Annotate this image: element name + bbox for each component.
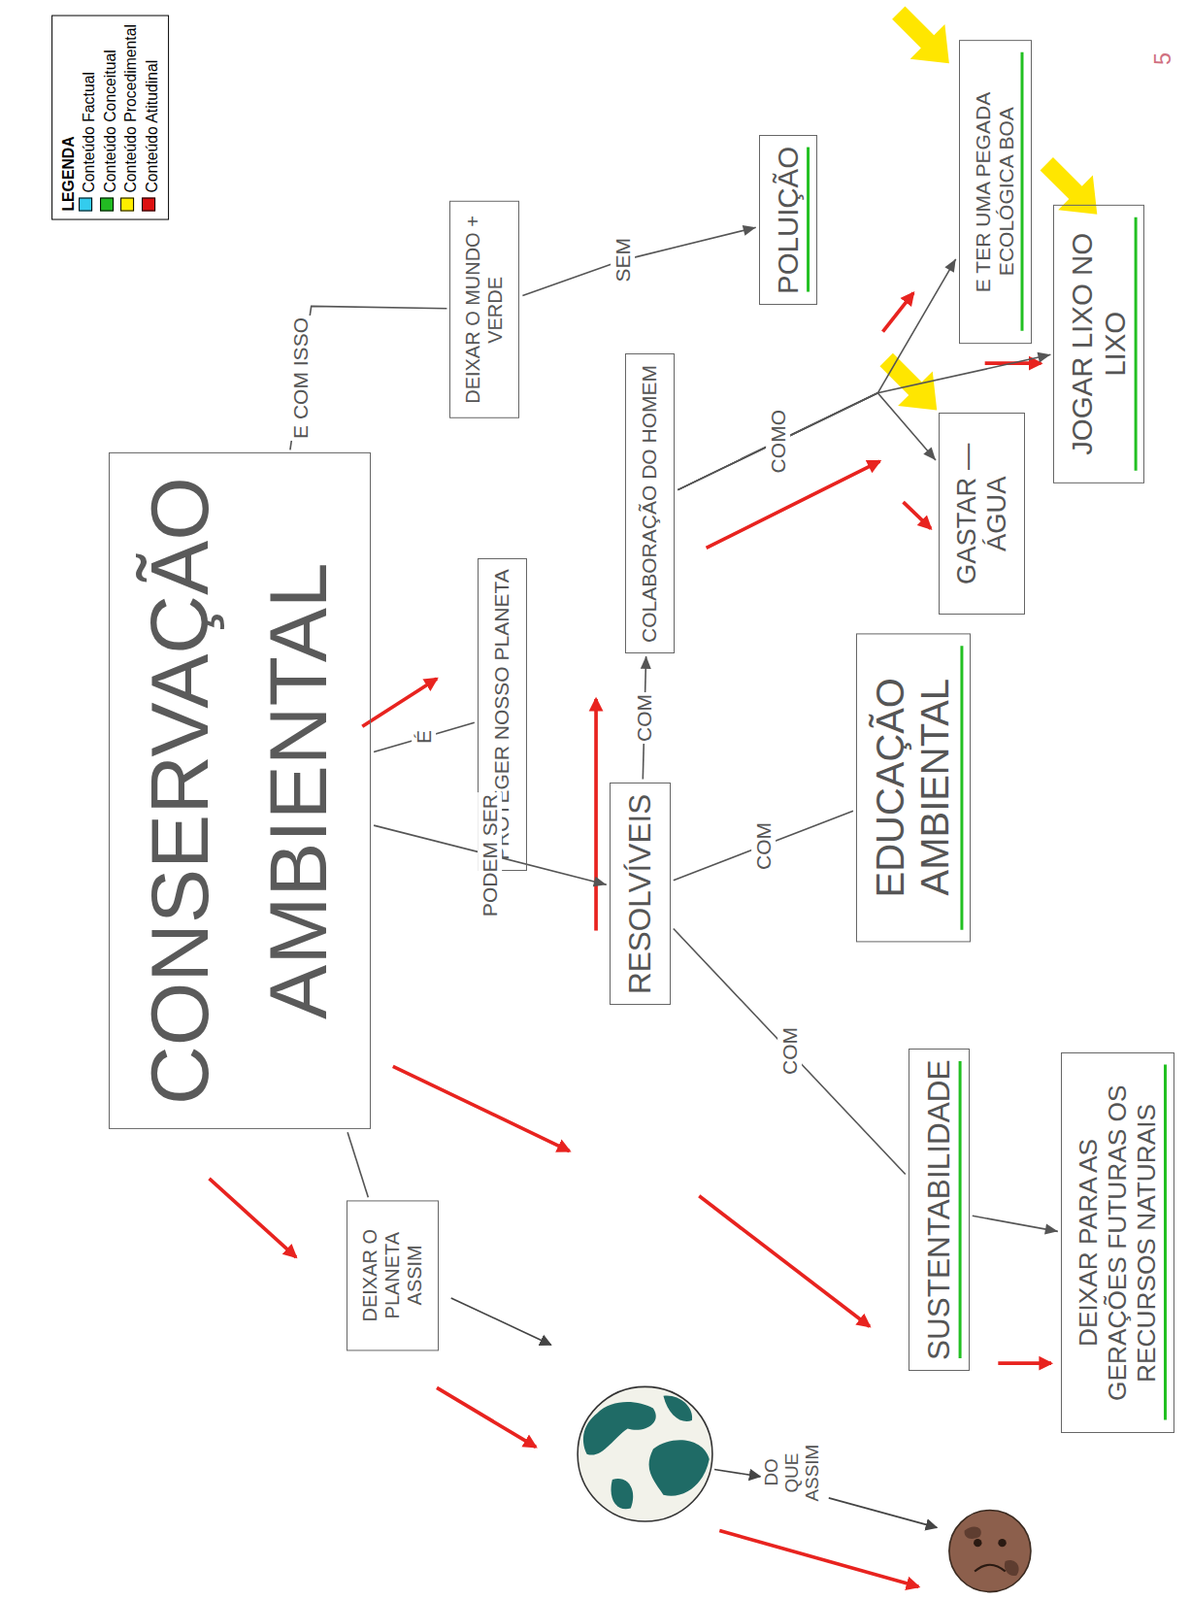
arrowhead (923, 446, 936, 460)
concept-box: RESOLVÍVEIS (609, 782, 671, 1005)
leader-lines (451, 1297, 937, 1527)
legend-swatch (99, 197, 113, 211)
concept-box: DEIXAR O PLANETA ASSIM (346, 1199, 439, 1351)
red-arrow (393, 1065, 570, 1151)
highlight-stroke (806, 147, 810, 293)
connector (673, 810, 854, 880)
concept-text: POLUIÇÃO (771, 145, 805, 295)
arrowhead (1037, 352, 1052, 364)
concept-text: SUSTENTABILIDADE (921, 1058, 957, 1360)
arrowhead (944, 259, 956, 273)
connector-label: COM (751, 820, 776, 872)
concept-box: EDUCAÇÃO AMBIENTAL (856, 632, 971, 942)
concept-box: GASTAR — ÁGUA (938, 412, 1025, 615)
legend-row: Conteúdo Procedimental (120, 24, 141, 212)
connector-label: COMO (765, 407, 791, 475)
red-arrow (698, 1195, 870, 1327)
leader-line (451, 1297, 552, 1345)
highlight-stroke (1021, 52, 1025, 331)
connector-label: COM (777, 1024, 802, 1077)
legend-swatch (140, 197, 155, 211)
highlight-stroke (1134, 217, 1138, 471)
arrowhead (640, 656, 652, 669)
yellow-arrow (881, 0, 967, 81)
note-label: DO QUE ASSIM (760, 1434, 824, 1511)
red-arrow (436, 1387, 536, 1447)
red-arrow (883, 293, 915, 332)
leader-line (828, 1497, 937, 1527)
legend-swatch (120, 197, 134, 211)
concept-text: DEIXAR PARA AS GERAÇÕES FUTURAS OS RECUR… (1073, 1062, 1162, 1422)
legend-text: Conteúdo Conceitual (100, 49, 118, 193)
connector (522, 227, 756, 296)
red-arrow (209, 1178, 297, 1257)
concept-box: SUSTENTABILIDADE (908, 1048, 970, 1371)
connector (972, 1215, 1058, 1231)
connector (673, 928, 906, 1175)
central-concept-box: CONSERVAÇÃO AMBIENTAL (108, 452, 371, 1129)
concept-text: COLABORAÇÃO DO HOMEM (637, 363, 662, 643)
legend-row: Conteúdo Factual (78, 24, 100, 212)
legend-title: LEGENDA (58, 24, 79, 212)
concept-text: DEIXAR O PLANETA ASSIM (359, 1210, 427, 1340)
yellow-arrow (1028, 146, 1115, 232)
red-arrow (719, 1530, 919, 1587)
concept-box: E TER UMA PEGADA ECOLÓGICA BOA (958, 39, 1032, 344)
concept-text: DEIXAR O MUNDO + VERDE (462, 211, 507, 408)
page-number: 5 (1150, 50, 1177, 67)
legend-row: Conteúdo Conceitual (99, 24, 120, 212)
concept-text: E TER UMA PEGADA ECOLÓGICA BOA (971, 50, 1019, 333)
connector (677, 354, 1051, 490)
connector-label: E COM ISSO (288, 315, 313, 441)
sad-earth-drawing (949, 1510, 1031, 1592)
legend-row: Conteúdo Atitudinal (140, 24, 162, 212)
connector (677, 393, 936, 491)
highlight-stroke (959, 645, 963, 929)
leader-line (714, 1468, 761, 1476)
earth-drawing (577, 1386, 713, 1521)
legend-text: Conteúdo Atitudinal (142, 60, 160, 194)
connector (347, 1131, 368, 1197)
red-arrow (594, 698, 598, 931)
legend-text: Conteúdo Factual (80, 71, 98, 193)
red-arrow (903, 501, 931, 529)
concept-box: JOGAR LIXO NO LIXO (1053, 204, 1145, 484)
connector (290, 305, 448, 450)
concept-box: POLUIÇÃO (759, 134, 818, 305)
highlight-stroke (958, 1060, 962, 1358)
concept-text: RESOLVÍVEIS (622, 793, 658, 994)
red-arrow (362, 678, 437, 727)
connector-label: PODEM SER (477, 792, 502, 919)
concept-box: COLABORAÇÃO DO HOMEM (625, 353, 675, 654)
arrowhead (593, 876, 607, 888)
concept-text: JOGAR LIXO NO LIXO (1065, 215, 1132, 473)
arrowhead (1044, 1223, 1058, 1235)
concept-text: GASTAR — ÁGUA (951, 423, 1013, 604)
concept-text: EDUCAÇÃO AMBIENTAL (868, 643, 959, 931)
concept-text: CONSERVAÇÃO AMBIENTAL (121, 462, 359, 1119)
connector-label: É (411, 727, 436, 746)
highlight-stroke (1163, 1064, 1167, 1421)
red-arrow (997, 1360, 1052, 1365)
concept-box: DEIXAR O MUNDO + VERDE (449, 200, 520, 419)
connector-label: SEM (610, 235, 635, 285)
legend-box: LEGENDAConteúdo FactualConteúdo Conceitu… (51, 15, 169, 221)
concept-box: DEIXAR PARA AS GERAÇÕES FUTURAS OS RECUR… (1060, 1052, 1175, 1433)
connector (373, 722, 475, 752)
legend-swatch (78, 197, 93, 211)
legend-text: Conteúdo Procedimental (122, 24, 139, 194)
arrowhead (742, 225, 757, 236)
connector-label: COM (631, 692, 657, 744)
red-arrow (706, 461, 881, 548)
